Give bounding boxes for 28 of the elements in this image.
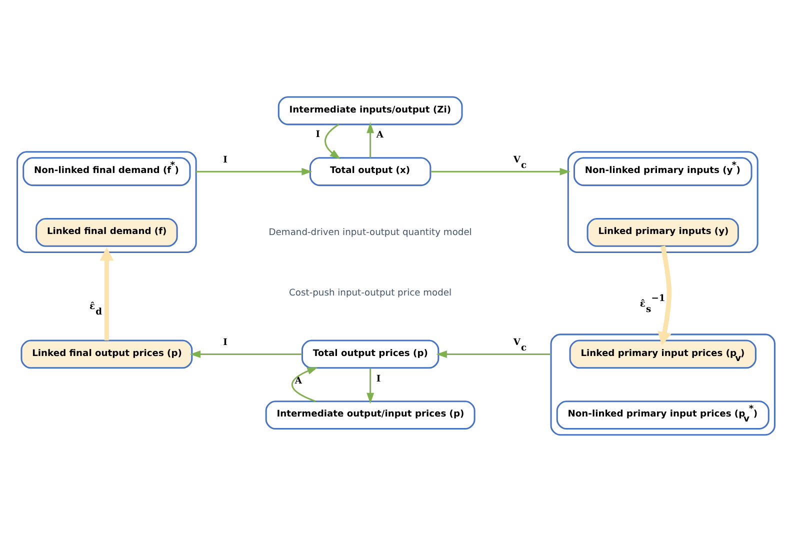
node-box: Total output (x) <box>309 157 432 186</box>
cluster <box>550 334 776 436</box>
arrow <box>366 122 374 158</box>
edge-label: A <box>294 376 302 387</box>
arrow <box>658 246 672 346</box>
node-box: Total output prices (p) <box>301 340 440 369</box>
arrow <box>324 124 341 160</box>
edge-label: I <box>376 373 381 384</box>
edge-label: I <box>316 129 320 140</box>
cluster <box>16 151 197 254</box>
label: Demand-driven input-output quantity model <box>268 228 472 238</box>
arrow <box>100 247 114 340</box>
node-box: Intermediate output/input prices (p) <box>265 400 476 430</box>
node-box: Linked primary inputs (y) <box>586 218 739 247</box>
arrow <box>430 168 570 176</box>
edge-label: I <box>223 337 228 348</box>
edge-label: A <box>376 130 384 141</box>
arrow <box>190 350 302 358</box>
cluster <box>567 151 758 254</box>
arrow <box>292 367 318 402</box>
node-box: Linked final output prices (p) <box>20 340 193 369</box>
label: Cost-push input-output price model <box>289 288 452 299</box>
node-box: Intermediate inputs/output (Zi) <box>278 96 463 126</box>
arrow <box>366 368 374 404</box>
arrow <box>196 168 312 176</box>
arrow <box>436 350 552 358</box>
edge-label: I <box>223 154 228 166</box>
node-box: Linked final demand (f) <box>36 218 178 247</box>
